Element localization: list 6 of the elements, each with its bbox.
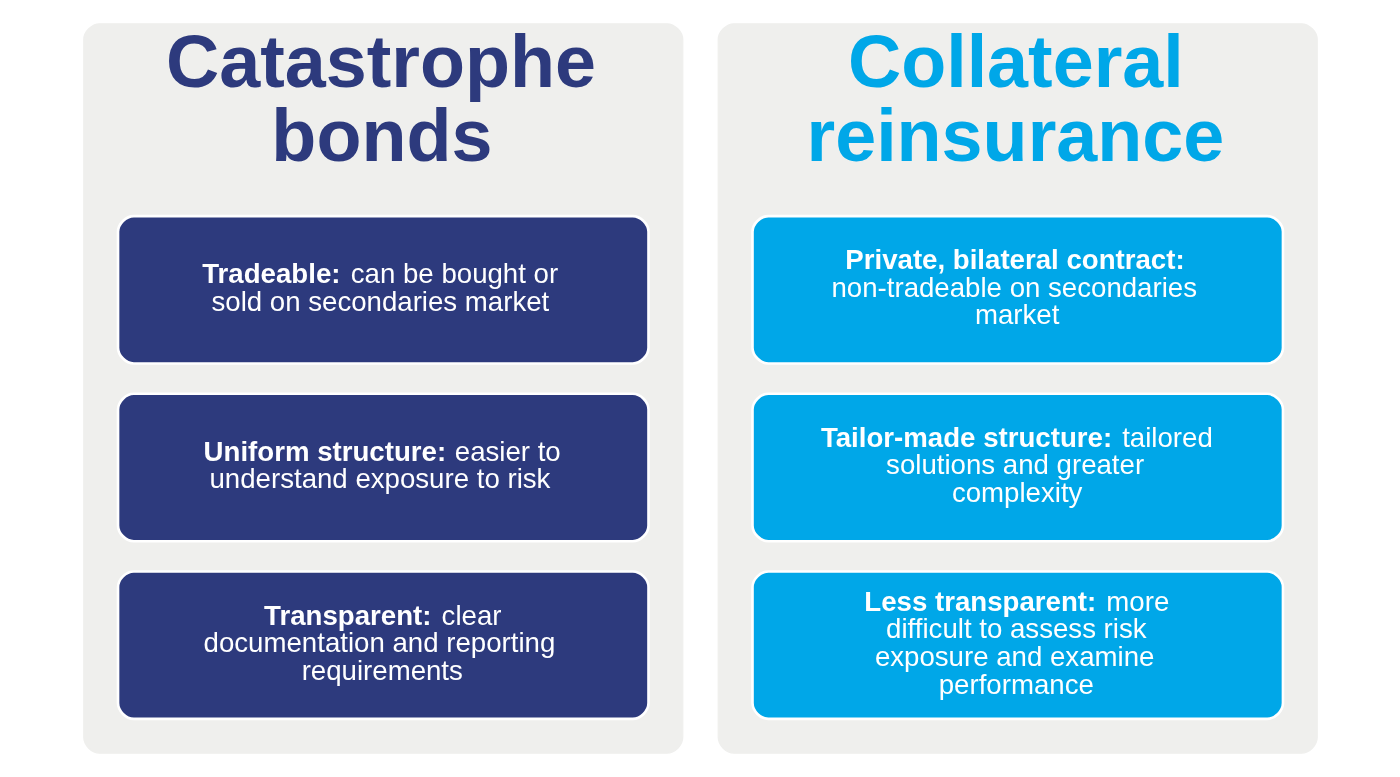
node-box: Tradeable: can be bought or sold on secondaries market	[116, 214, 650, 365]
node-box: Private, bilateral contract: non-tradeable on secondaries market	[750, 214, 1284, 365]
node-box: Transparent: clear documentation and reporting requirements	[116, 570, 650, 721]
node-box: Tailor-made structure: tailored solutions and greater complexity	[750, 392, 1284, 543]
node-box: Less transparent: more difficult to assess risk exposure and examine performance	[750, 570, 1284, 721]
node-box: Uniform structure: easier to understand exposure to risk	[116, 392, 650, 543]
